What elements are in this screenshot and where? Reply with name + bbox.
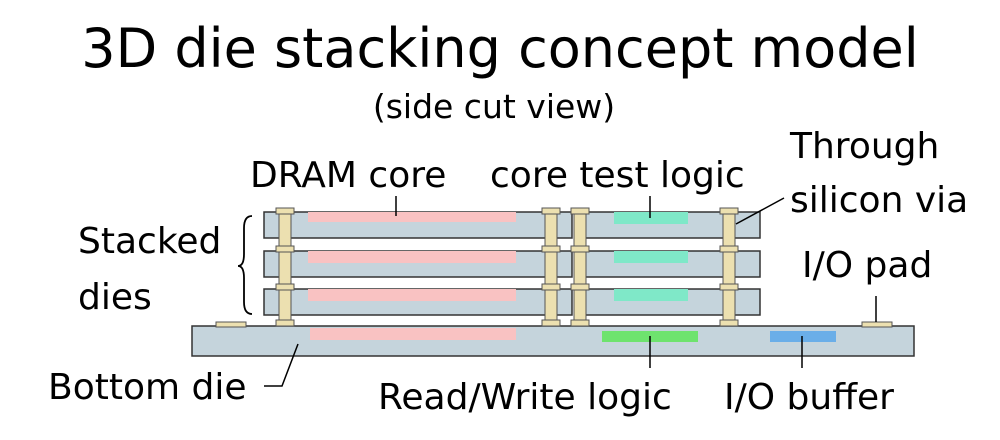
io-pad-right xyxy=(861,321,893,328)
diagram-subtitle: (side cut view) xyxy=(372,87,616,126)
io-buffer-label: I/O buffer xyxy=(724,377,894,418)
tsv-column-3 xyxy=(573,207,587,327)
io-pad-left xyxy=(215,321,247,328)
stacked-die-2 xyxy=(263,250,761,278)
dram-core-block xyxy=(308,251,516,263)
tsv-bump xyxy=(570,283,590,291)
bottom-die-leader xyxy=(264,343,299,387)
io-pad-label: I/O pad xyxy=(802,245,933,286)
stacked-dies-label: Stacked dies xyxy=(78,214,221,326)
stacked-die-1 xyxy=(263,211,761,239)
tsv-leader xyxy=(735,197,785,225)
dram-core-block xyxy=(308,212,516,222)
tsv-bump xyxy=(541,319,561,327)
through-silicon-vias xyxy=(275,207,739,327)
tsv-column-2 xyxy=(544,207,558,327)
bottom-dram-core-block xyxy=(310,328,516,340)
stacked-die-3 xyxy=(263,288,761,316)
tsv-column-1 xyxy=(278,207,292,327)
tsv-label-line2: silicon via xyxy=(790,180,969,221)
dram-core-label: DRAM core xyxy=(250,155,447,196)
stacked-dies-label-line1: Stacked xyxy=(78,221,222,262)
tsv-bump xyxy=(275,319,295,327)
tsv-bump xyxy=(275,245,295,253)
bottom-die-label: Bottom die xyxy=(48,367,247,408)
diagram-title: 3D die stacking concept model xyxy=(81,17,919,80)
io-buffer-block xyxy=(770,331,836,342)
tsv-bump xyxy=(541,245,561,253)
tsv-bump xyxy=(570,207,590,215)
tsv-bump xyxy=(570,319,590,327)
tsv-bump xyxy=(570,245,590,253)
core-test-logic-block xyxy=(614,289,688,301)
core-test-logic-label: core test logic xyxy=(490,155,745,196)
core-test-logic-block xyxy=(614,251,688,263)
tsv-label-line1: Through xyxy=(790,126,940,167)
tsv-bump xyxy=(275,283,295,291)
dram-core-block xyxy=(308,289,516,301)
core-test-logic-block xyxy=(614,212,688,224)
read-write-logic-label: Read/Write logic xyxy=(378,377,672,418)
stacked-dies-brace xyxy=(237,215,253,315)
tsv-bump xyxy=(719,319,739,327)
tsv-label: Through silicon via xyxy=(790,120,968,228)
stacked-dies-label-line2: dies xyxy=(78,277,152,318)
tsv-column-4 xyxy=(722,207,736,327)
tsv-bump xyxy=(719,245,739,253)
tsv-bump xyxy=(541,207,561,215)
tsv-bump xyxy=(719,207,739,215)
tsv-bump xyxy=(541,283,561,291)
tsv-bump xyxy=(275,207,295,215)
tsv-bump xyxy=(719,283,739,291)
